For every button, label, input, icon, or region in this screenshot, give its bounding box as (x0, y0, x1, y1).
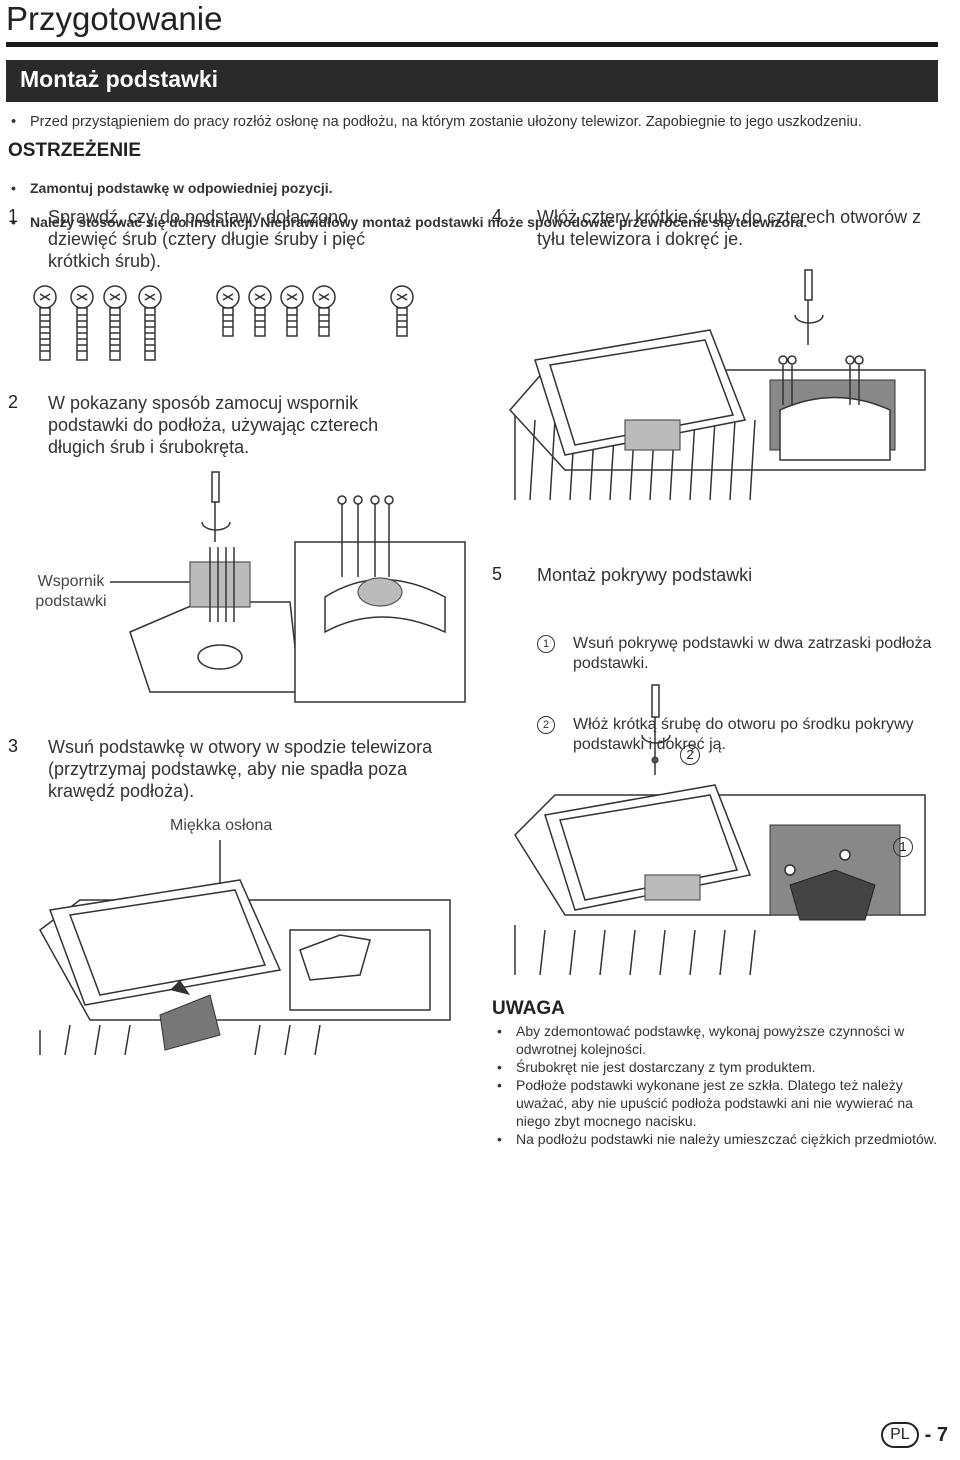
step-5-title: Montaż pokrywy podstawki (537, 565, 753, 585)
warning-heading: OSTRZEŻENIE (8, 140, 142, 161)
circled-number: 2 (680, 745, 700, 765)
step-4-number: 4 (492, 206, 503, 226)
soft-cover-label: Miękka osłona (170, 817, 273, 834)
callout-1: 1 (893, 836, 913, 857)
stand-cover-illustration (514, 684, 926, 976)
callout-2: 2 (680, 744, 700, 765)
title-rule (6, 42, 938, 47)
step-5-sub-1: 1 Wsuń pokrywę podstawki w dwa zatrzaski… (537, 634, 960, 674)
section-title: Montaż podstawki (20, 66, 219, 92)
step-5-number: 5 (492, 564, 503, 584)
step-1-number: 1 (8, 206, 19, 226)
long-screws (33, 285, 162, 361)
step-3-text: Wsuń podstawkę w otwory w spodzie telewi… (48, 737, 433, 801)
step-2-text: W pokazany sposób zamocuj wspornik podst… (48, 393, 379, 457)
intro-note: Przed przystąpieniem do pracy rozłóż osł… (6, 114, 960, 130)
screws-illustration (33, 285, 414, 361)
note-item: Na podłożu podstawki nie należy umieszcz… (492, 1130, 938, 1148)
note-item: Podłoże podstawki wykonane jest ze szkła… (492, 1076, 938, 1130)
circled-number: 1 (537, 635, 555, 653)
note-item: Śrubokręt nie jest dostarczany z tym pro… (492, 1058, 938, 1076)
circled-number: 2 (537, 716, 555, 734)
page-footer: PL - 7 (881, 1422, 948, 1448)
circled-number: 1 (893, 837, 913, 857)
note-item: Aby zdemontować podstawkę, wykonaj powyż… (492, 1022, 938, 1058)
step-3-number: 3 (8, 736, 19, 756)
section-bar: Montaż podstawki (6, 60, 938, 102)
step-1-text: Sprawdź, czy do podstawy dołączono dziew… (48, 207, 366, 271)
tv-insert-stand-illustration (39, 840, 451, 1056)
step-2-number: 2 (8, 392, 19, 412)
step-4-text: Włóż cztery krótkie śruby do czterech ot… (537, 207, 922, 249)
page-title: Przygotowanie (6, 0, 223, 37)
step-5-sub-1-text: Wsuń pokrywę podstawki w dwa zatrzaski p… (573, 635, 932, 672)
warning-item: Należy stosować się do instrukcji. Niepr… (6, 214, 960, 230)
tv-back-screws-illustration (508, 269, 926, 501)
stand-bracket-illustration (110, 471, 466, 703)
language-badge: PL (881, 1422, 919, 1448)
note-heading: UWAGA (492, 998, 565, 1019)
note-list: Aby zdemontować podstawkę, wykonaj powyż… (492, 1022, 938, 1148)
page-number: - 7 (924, 1423, 948, 1446)
short-screws (216, 285, 414, 337)
warning-item: Zamontuj podstawkę w odpowiedniej pozycj… (6, 180, 960, 196)
bracket-label: Wspornik podstawki (35, 573, 107, 610)
